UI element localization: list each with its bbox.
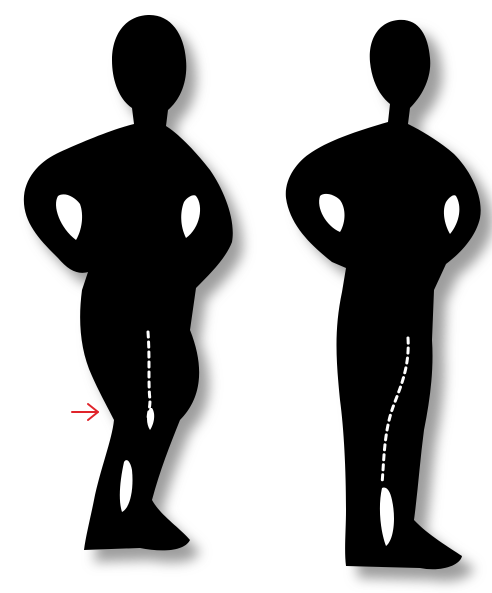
right-arrow-icon [72,404,98,420]
right-figure [286,20,481,569]
